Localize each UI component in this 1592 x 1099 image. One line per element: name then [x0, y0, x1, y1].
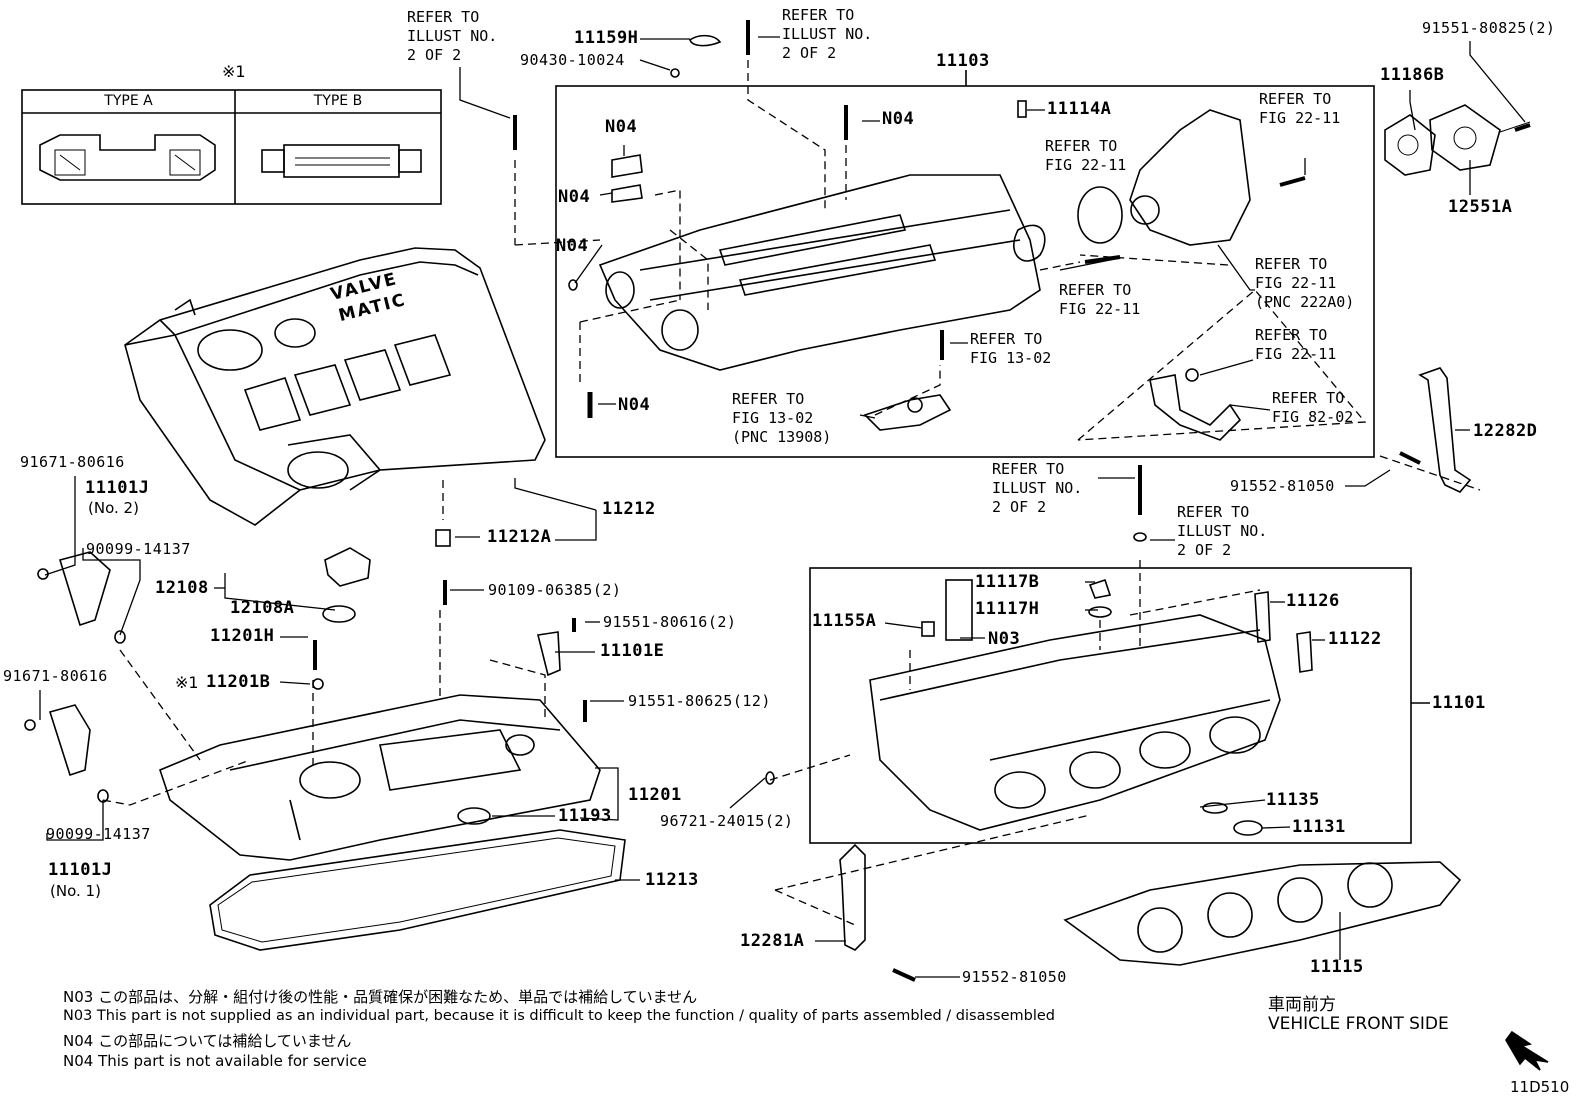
label-11101E[interactable]: 11101E: [600, 641, 665, 661]
label-n04-top[interactable]: N04: [605, 117, 638, 137]
head-cover-gasket-drawing: [209, 829, 626, 951]
label-mark1: ※1: [175, 673, 199, 692]
label-91552-81050-a[interactable]: 91552-81050: [1230, 477, 1335, 495]
front-side-en: VEHICLE FRONT SIDE: [1268, 1014, 1449, 1034]
label-12281A[interactable]: 12281A: [740, 931, 805, 951]
ocv-no2-drawing: [58, 551, 111, 627]
cylinder-head-cover-drawing: [159, 694, 601, 861]
label-11155A[interactable]: 11155A: [812, 611, 877, 631]
label-11103[interactable]: 11103: [936, 51, 990, 71]
label-90099-14137-b[interactable]: 90099-14137: [46, 825, 151, 843]
label-11101J-no1[interactable]: 11101J: [48, 860, 113, 880]
label-11201H[interactable]: 11201H: [210, 626, 275, 646]
cylinder-head-drawing: [869, 579, 1281, 831]
diagram-id: 11D510: [1510, 1078, 1570, 1096]
label-91551-80616[interactable]: 91551-80616(2): [603, 613, 737, 631]
refer-fig-22-11-b: REFER TO FIG 22-11: [1045, 137, 1127, 174]
label-11159H[interactable]: 11159H: [574, 28, 639, 48]
front-side-jp: 車両前方: [1268, 995, 1336, 1015]
refer-fig-22-11-a: REFER TO FIG 22-11: [1259, 90, 1341, 127]
label-12108[interactable]: 12108: [155, 578, 209, 598]
seal-11193-drawing: [457, 807, 491, 825]
label-11122[interactable]: 11122: [1328, 629, 1382, 649]
label-11212A[interactable]: 11212A: [487, 527, 552, 547]
label-11212[interactable]: 11212: [602, 499, 656, 519]
oil-filler-cap-drawing: [324, 547, 371, 587]
label-11114A[interactable]: 11114A: [1047, 99, 1112, 119]
cylinder-head-gasket-drawing: [1063, 861, 1462, 966]
refer-fig-22-11-c: REFER TO FIG 22-11: [1059, 281, 1141, 318]
label-90430-10024[interactable]: 90430-10024: [520, 51, 625, 69]
refer-fig-22-11-d: REFER TO FIG 22-11 (PNC 222A0): [1255, 255, 1355, 311]
label-91552-81050-b[interactable]: 91552-81050: [962, 968, 1067, 986]
label-n04-bolt[interactable]: N04: [882, 109, 915, 129]
refer-fig-13-02-b: REFER TO FIG 13-02 (PNC 13908): [732, 390, 832, 446]
type-box: [21, 89, 442, 205]
o-ring-drawing: [1013, 224, 1046, 262]
label-91551-80625[interactable]: 91551-80625(12): [628, 692, 771, 710]
engine-hanger-12282d-drawing: [1418, 367, 1472, 493]
gasket-11186b-drawing: [1384, 114, 1436, 176]
label-11135[interactable]: 11135: [1266, 790, 1320, 810]
refer-illust-3: REFER TO ILLUST NO. 2 OF 2: [992, 460, 1083, 516]
label-12282D[interactable]: 12282D: [1473, 421, 1538, 441]
refer-fig-22-11-e: REFER TO FIG 22-11: [1255, 326, 1337, 363]
cylinder-head-box: [809, 567, 1412, 844]
label-11126[interactable]: 11126: [1286, 591, 1340, 611]
ocv-no1-drawing: [48, 704, 91, 777]
label-91551-80825[interactable]: 91551-80825(2): [1422, 19, 1556, 37]
note-n04-jp: N04 この部品については補給していません: [63, 1032, 352, 1050]
type-b-header: TYPE B: [313, 93, 363, 109]
note-n04-en: N04 This part is not available for servi…: [63, 1052, 367, 1070]
label-11193[interactable]: 11193: [558, 806, 612, 826]
label-11117B[interactable]: 11117B: [975, 572, 1040, 592]
label-11101J-no2[interactable]: 11101J: [85, 478, 150, 498]
type-a-header: TYPE A: [104, 93, 153, 109]
label-11201B[interactable]: 11201B: [206, 672, 271, 692]
camshaft-housing-box: [555, 85, 1375, 458]
label-91671-80616-a[interactable]: 91671-80616: [20, 453, 125, 471]
label-no2: (No. 2): [88, 499, 139, 517]
cover-12551a-drawing: [1429, 104, 1501, 171]
refer-illust-2: REFER TO ILLUST NO. 2 OF 2: [782, 6, 873, 62]
vvt-housing-drawing: [1077, 109, 1251, 246]
label-11186B[interactable]: 11186B: [1380, 65, 1445, 85]
label-11101[interactable]: 11101: [1432, 693, 1486, 713]
sensor-11101e-drawing: [537, 631, 561, 677]
camshaft-housing-drawing: [598, 174, 1041, 371]
front-arrow-icon: [1505, 1030, 1549, 1071]
engine-hanger-12281a-drawing: [839, 843, 866, 951]
label-11213[interactable]: 11213: [645, 870, 699, 890]
note-n03-jp: N03 この部品は、分解・組付け後の性能・品質確保が困難なため、単品では補給して…: [63, 988, 698, 1006]
label-90099-14137-a[interactable]: 90099-14137: [86, 540, 191, 558]
label-91671-80616-b[interactable]: 91671-80616: [3, 667, 108, 685]
label-11201[interactable]: 11201: [628, 785, 682, 805]
note-n03-en: N03 This part is not supplied as an indi…: [63, 1008, 1055, 1024]
label-n03[interactable]: N03: [988, 629, 1021, 649]
label-n04-pin[interactable]: N04: [556, 236, 589, 256]
label-11115[interactable]: 11115: [1310, 957, 1364, 977]
label-12108A[interactable]: 12108A: [230, 598, 295, 618]
label-no1: (No. 1): [50, 882, 101, 900]
refer-fig-13-02-a: REFER TO FIG 13-02: [970, 330, 1052, 367]
label-n04-stud[interactable]: N04: [618, 395, 651, 415]
label-n04-cap[interactable]: N04: [558, 187, 591, 207]
label-96721-24015[interactable]: 96721-24015(2): [660, 812, 794, 830]
refer-illust-1: REFER TO ILLUST NO. 2 OF 2: [407, 8, 498, 64]
refer-illust-4: REFER TO ILLUST NO. 2 OF 2: [1177, 503, 1268, 559]
refer-fig-82-02: REFER TO FIG 82-02: [1272, 389, 1354, 426]
type-marker: ※1: [222, 62, 246, 81]
label-11131[interactable]: 11131: [1292, 817, 1346, 837]
engine-cover-drawing: [124, 247, 546, 526]
label-11117H[interactable]: 11117H: [975, 599, 1040, 619]
label-12551A[interactable]: 12551A: [1448, 197, 1513, 217]
label-90109-06385[interactable]: 90109-06385(2): [488, 581, 622, 599]
